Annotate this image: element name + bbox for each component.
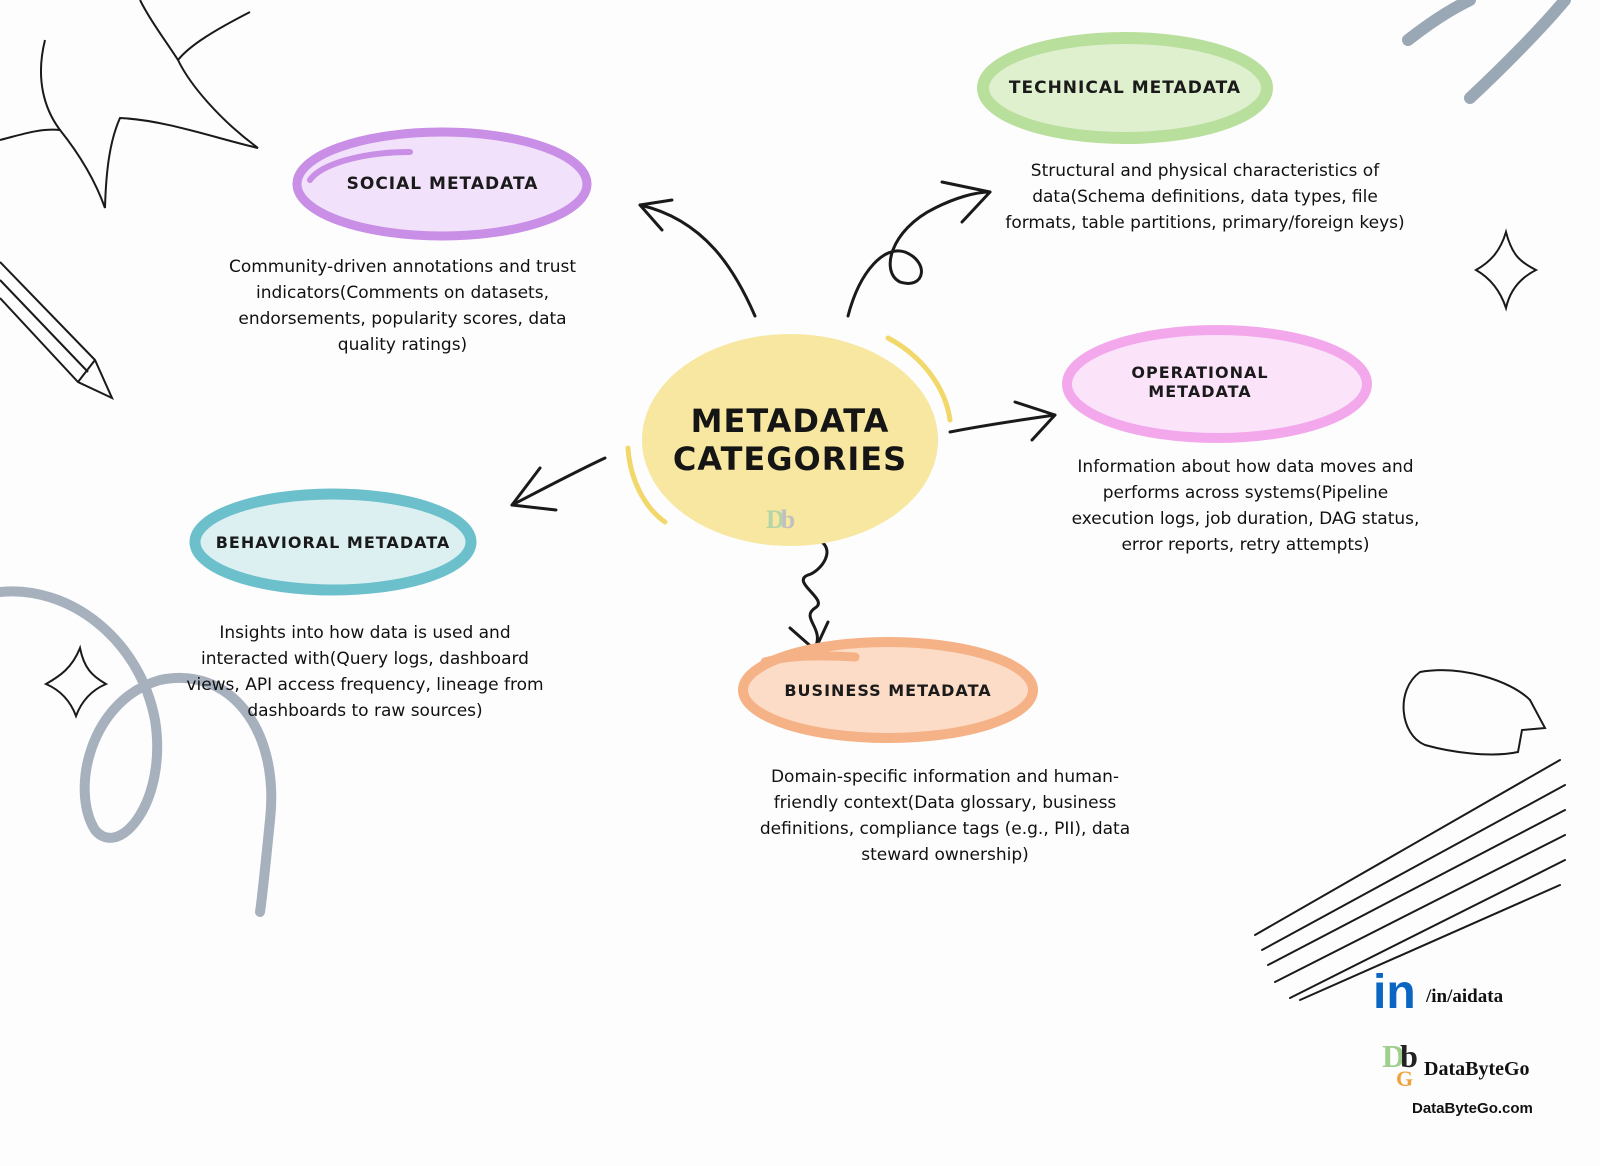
center-node-title: METADATA CATEGORIES xyxy=(640,402,940,478)
arrow-to-technical xyxy=(846,190,992,318)
linkedin-handle[interactable]: /in/aidata xyxy=(1426,986,1504,1007)
brand-name: DataByteGo xyxy=(1424,1058,1530,1080)
website-link[interactable]: DataByteGo.com xyxy=(1412,1100,1533,1117)
behavioral-metadata-title: BEHAVIORAL METADATA xyxy=(215,532,451,552)
arrow-to-behavioral xyxy=(510,456,607,507)
operational-metadata-title: OPERATIONAL METADATA xyxy=(1131,363,1269,401)
starburst-doodle xyxy=(0,11,259,209)
connector-arrows xyxy=(510,180,1057,652)
speech-bubble-doodle xyxy=(1402,669,1547,756)
grey-stroke-doodle xyxy=(1402,0,1476,46)
center-title-line2: CATEGORIES xyxy=(672,440,908,478)
arrow-to-business xyxy=(801,536,829,650)
hatch-lines-doodle xyxy=(1254,759,1566,1001)
social-metadata-description: Community-driven annotations and trust i… xyxy=(228,257,577,355)
business-metadata-title: BUSINESS METADATA xyxy=(784,680,992,700)
operational-metadata-description: Information about how data moves and per… xyxy=(1071,457,1420,555)
sparkle-doodle xyxy=(1473,228,1539,312)
grey-swirl-doodle xyxy=(0,586,277,917)
sparkle-doodle-left xyxy=(43,644,109,719)
technical-metadata-description: Structural and physical characteristics … xyxy=(1005,161,1405,233)
business-metadata-description: Domain-specific information and human-fr… xyxy=(759,767,1131,865)
arrow-to-social xyxy=(638,203,757,318)
technical-metadata-title: TECHNICAL METADATA xyxy=(1008,78,1242,98)
pencil-doodle xyxy=(0,261,115,401)
linkedin-icon[interactable]: in xyxy=(1373,966,1416,1019)
brand-logo-icon: Db G xyxy=(1382,1038,1418,1091)
social-metadata-title: SOCIAL METADATA xyxy=(346,174,539,194)
behavioral-metadata-description: Insights into how data is used and inter… xyxy=(186,623,544,721)
center-title-line1: METADATA xyxy=(690,402,890,440)
arrow-to-operational xyxy=(948,413,1057,434)
